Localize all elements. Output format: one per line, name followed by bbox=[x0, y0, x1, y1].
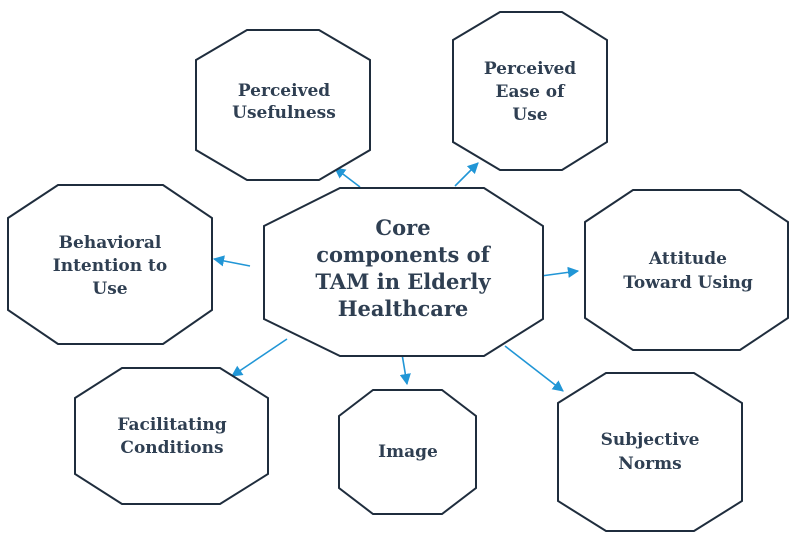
perceived-usefulness-label-line-1: Perceived bbox=[238, 81, 330, 101]
arrow-to-subjective-norms bbox=[504, 345, 564, 392]
node-behavioral-intention: Behavioral Intention to Use bbox=[7, 184, 213, 345]
center-label-line-3: TAM in Elderly bbox=[315, 269, 491, 294]
image-hexagon bbox=[338, 389, 477, 515]
node-perceived-usefulness: Perceived Usefulness bbox=[195, 29, 371, 181]
node-image: Image bbox=[338, 389, 477, 515]
perceived-usefulness-hexagon bbox=[195, 29, 371, 181]
perceived-ease-of-use-label-line-2: Ease of bbox=[496, 82, 567, 102]
subjective-norms-hexagon bbox=[557, 372, 743, 532]
perceived-ease-of-use-label-line-1: Perceived bbox=[484, 59, 576, 79]
facilitating-conditions-label-line-1: Facilitating bbox=[117, 415, 226, 435]
behavioral-intention-label-line-3: Use bbox=[92, 279, 127, 299]
facilitating-conditions-hexagon bbox=[74, 367, 269, 505]
perceived-ease-of-use-label-line-3: Use bbox=[512, 105, 547, 125]
arrow-to-facilitating-conditions bbox=[231, 338, 288, 377]
node-perceived-ease-of-use: Perceived Ease of Use bbox=[452, 11, 608, 171]
arrow-to-image bbox=[399, 353, 411, 386]
center-hexagon bbox=[263, 187, 544, 357]
center-label-line-4: Healthcare bbox=[338, 296, 469, 321]
arrow-to-behavioral-intention bbox=[212, 255, 251, 267]
arrow-to-perceived-usefulness bbox=[334, 167, 361, 188]
image-label-line-1: Image bbox=[378, 442, 438, 462]
behavioral-intention-hexagon bbox=[7, 184, 213, 345]
perceived-ease-of-use-hexagon bbox=[452, 11, 608, 171]
subjective-norms-label-line-2: Norms bbox=[618, 454, 681, 474]
attitude-toward-using-label-line-1: Attitude bbox=[648, 249, 727, 269]
arrow-to-perceived-ease-of-use bbox=[454, 162, 479, 187]
attitude-toward-using-hexagon bbox=[584, 189, 789, 351]
node-facilitating-conditions: Facilitating Conditions bbox=[74, 367, 269, 505]
node-subjective-norms: Subjective Norms bbox=[557, 372, 743, 532]
facilitating-conditions-label-line-2: Conditions bbox=[120, 438, 223, 458]
center-node: Core components of TAM in Elderly Health… bbox=[263, 187, 544, 357]
subjective-norms-label-line-1: Subjective bbox=[601, 430, 700, 450]
center-label-line-1: Core bbox=[375, 215, 430, 240]
behavioral-intention-label-line-2: Intention to bbox=[53, 256, 167, 276]
center-label-line-2: components of bbox=[316, 242, 491, 267]
node-attitude-toward-using: Attitude Toward Using bbox=[584, 189, 789, 351]
perceived-usefulness-label-line-2: Usefulness bbox=[232, 103, 336, 123]
arrow-to-attitude-toward-using bbox=[540, 266, 580, 278]
attitude-toward-using-label-line-2: Toward Using bbox=[623, 273, 753, 293]
connector-arrows bbox=[212, 162, 580, 392]
behavioral-intention-label-line-1: Behavioral bbox=[59, 233, 162, 253]
